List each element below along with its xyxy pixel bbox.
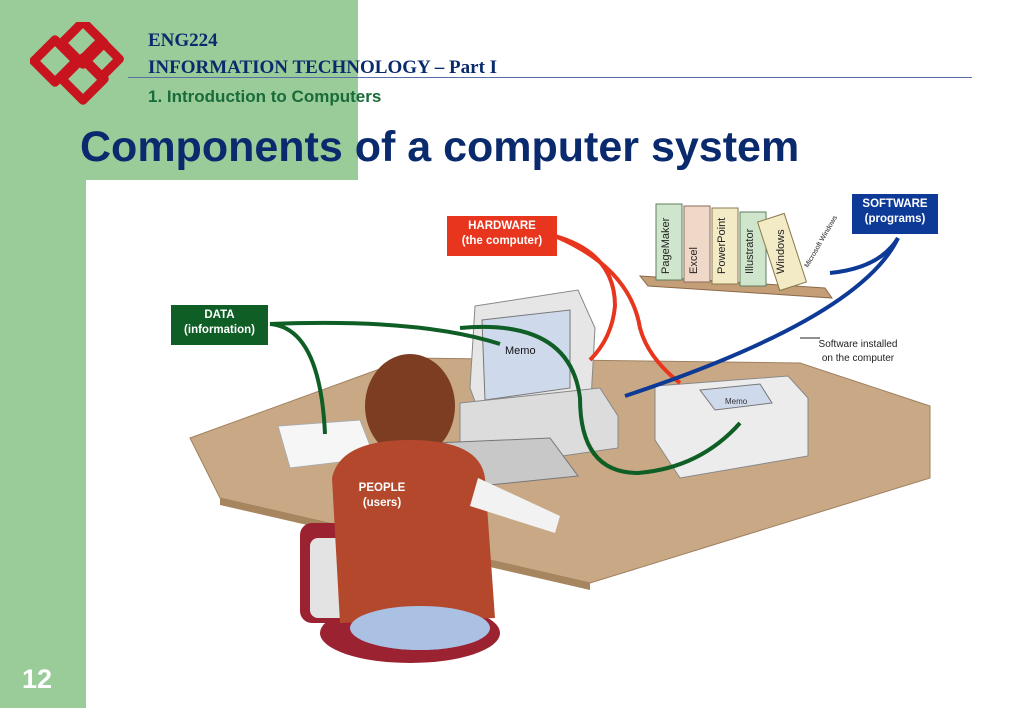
book-spine-powerpoint: PowerPoint [716, 218, 728, 274]
header-divider [128, 77, 972, 78]
hardware-label-line2: (the computer) [461, 235, 543, 247]
data-label: DATA (information) [171, 305, 268, 345]
book-spine-illustrator: Illustrator [744, 228, 756, 274]
university-logo [30, 22, 124, 105]
course-title: INFORMATION TECHNOLOGY – Part I [148, 57, 498, 78]
software-label: SOFTWARE (programs) [852, 194, 938, 234]
people-label-line2: (users) [362, 497, 402, 509]
left-sidebar [0, 0, 86, 708]
hardware-label-line1: HARDWARE [468, 220, 536, 232]
book-spine-pagemaker: PageMaker [660, 217, 672, 274]
slide-title: Components of a computer system [80, 123, 800, 171]
software-label-line1: SOFTWARE [862, 198, 928, 210]
hardware-label: HARDWARE (the computer) [447, 216, 557, 256]
book-spine-excel: Excel [688, 247, 700, 274]
monitor-memo-text: Memo [505, 345, 536, 357]
printer-memo-text: Memo [725, 397, 748, 406]
software-installed-callout: Software installed on the computer [818, 338, 898, 366]
section-title: 1. Introduction to Computers [148, 87, 382, 106]
hardware-arrow [554, 234, 618, 362]
people-label-line1: PEOPLE [358, 482, 406, 494]
callout-line1: Software installed [818, 339, 898, 350]
book-spine-windows: Windows [775, 229, 787, 274]
callout-line2: on the computer [821, 353, 895, 364]
person-arm [470, 478, 560, 533]
software-label-line2: (programs) [864, 213, 926, 225]
person-hair [365, 354, 455, 458]
people-label: PEOPLE (users) [345, 478, 419, 518]
data-label-line1: DATA [204, 309, 235, 321]
course-code: ENG224 [148, 30, 218, 51]
book-spine-microsoft-windows: Microsoft Windows [804, 214, 840, 269]
page-number: 12 [22, 664, 53, 694]
header-band [86, 0, 358, 180]
data-label-line2: (information) [184, 324, 255, 336]
person-body [332, 440, 495, 623]
data-arrow [269, 322, 327, 435]
